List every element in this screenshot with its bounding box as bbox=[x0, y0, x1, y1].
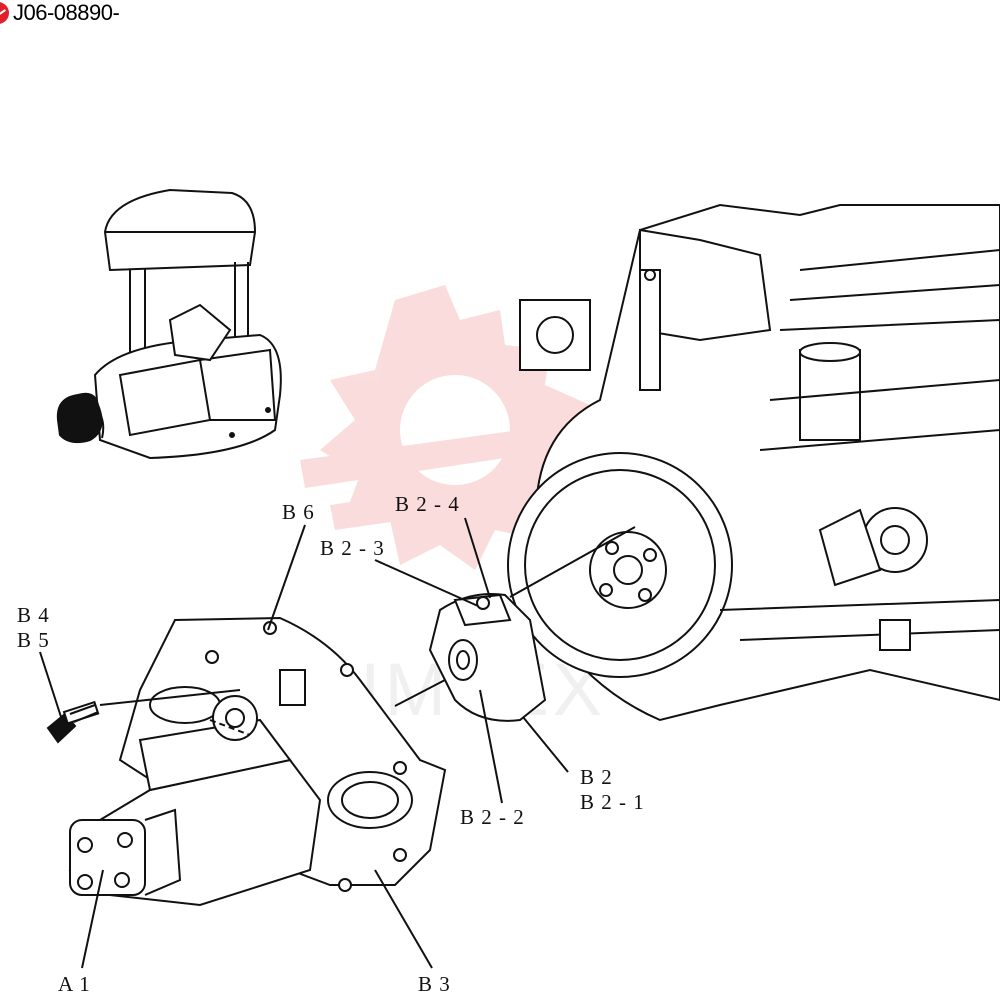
label-b2: B 2 bbox=[580, 765, 613, 789]
label-b2-4: B 2 - 4 bbox=[395, 492, 460, 516]
label-b3: B 3 bbox=[418, 972, 451, 996]
label-a1: A 1 bbox=[58, 972, 91, 996]
engine-illustration bbox=[507, 203, 1000, 722]
label-b5: B 5 bbox=[17, 628, 50, 652]
inset-machine-illustration bbox=[56, 188, 282, 460]
coupling-b2-illustration bbox=[428, 593, 547, 722]
label-b2-1: B 2 - 1 bbox=[580, 790, 645, 814]
serial-marker-icon bbox=[0, 2, 9, 24]
label-b2-2: B 2 - 2 bbox=[460, 805, 525, 829]
housing-and-pump-illustration bbox=[68, 616, 447, 907]
leader-lines bbox=[39, 517, 636, 969]
label-b2-3: B 2 - 3 bbox=[320, 536, 385, 560]
label-b4: B 4 bbox=[17, 603, 50, 627]
serial-number-text: J06-08890- bbox=[13, 0, 120, 25]
label-b6: B 6 bbox=[282, 500, 315, 524]
bolt-b4-b5-illustration bbox=[46, 700, 100, 744]
serial-number-header: J06-08890- bbox=[0, 0, 120, 26]
